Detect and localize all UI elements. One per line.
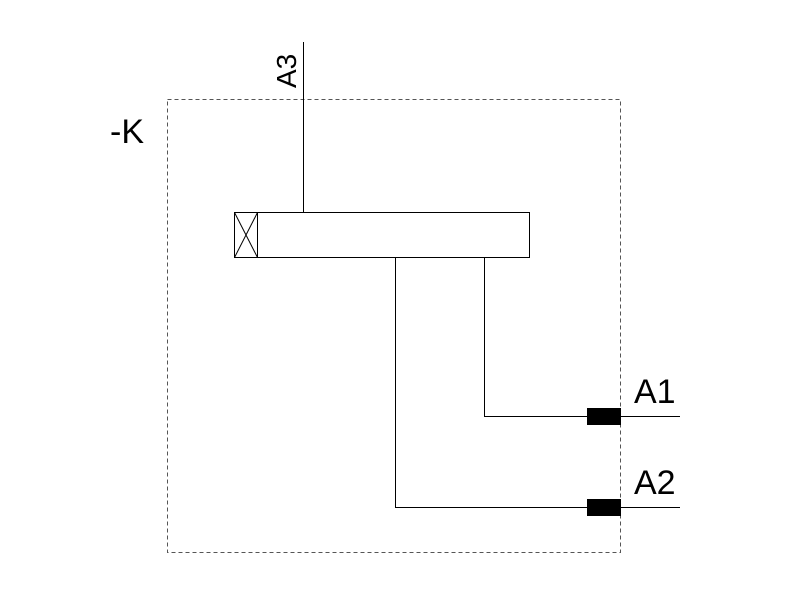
terminal-a1-block <box>587 408 621 425</box>
terminal-a2-label: A2 <box>634 464 676 502</box>
coil-marker-icon <box>234 212 258 258</box>
a1-wire <box>484 257 587 417</box>
a2-wire <box>395 257 587 508</box>
terminal-a2-block <box>587 499 621 516</box>
terminal-a3-label: A3 <box>271 54 302 88</box>
terminal-a1-label: A1 <box>634 373 676 411</box>
device-enclosure <box>167 99 621 553</box>
device-designation-label: -K <box>110 113 144 151</box>
relay-coil <box>234 212 530 258</box>
